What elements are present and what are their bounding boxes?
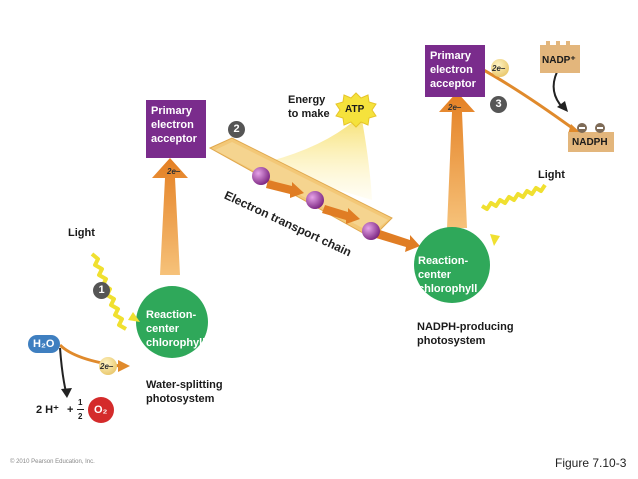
two-h-label: 2 H⁺ <box>36 404 59 416</box>
step-2-marker: 2 <box>228 121 245 138</box>
o2-label: O₂ <box>94 404 108 416</box>
step-3-marker: 3 <box>490 96 507 113</box>
light-label-left: Light <box>68 227 95 239</box>
energy-l2: to make <box>288 108 330 120</box>
ps2-reaction-center-shape <box>136 286 208 358</box>
rc-right-l1: Reaction- <box>418 255 469 267</box>
nadp-label: NADP⁺ <box>542 55 576 66</box>
acceptor-right-l3: acceptor <box>430 78 476 90</box>
nadph-tile <box>568 132 614 152</box>
rc-right-l2: center <box>418 269 452 281</box>
acceptor-left-l3: acceptor <box>151 133 197 145</box>
half-denominator: 2 <box>78 412 83 421</box>
nadph-label: NADPH <box>572 137 608 148</box>
acceptor-right-l2: electron <box>430 64 473 76</box>
light-squiggle-right <box>480 183 547 211</box>
water-splitting-caption: Water-splitting photosystem <box>146 378 223 406</box>
primary-acceptor-left: Primary electron acceptor <box>146 100 206 158</box>
carrier-3 <box>362 222 380 240</box>
etc-arrow-1 <box>266 180 304 198</box>
e2-nadp: 2e– <box>492 64 506 73</box>
plus-sign: + <box>67 404 74 416</box>
energy-l1: Energy <box>288 94 326 106</box>
ps1-up-arrow <box>439 92 475 228</box>
ps2-up-arrow <box>152 158 188 275</box>
energy-fan <box>255 120 372 200</box>
ws-l1: Water-splitting <box>146 379 223 391</box>
figure-label: Figure 7.10-3 <box>555 456 627 470</box>
np-l1: NADPH-producing <box>417 321 514 333</box>
e2-right-acceptor: 2e– <box>448 103 462 112</box>
h2o-shape <box>28 335 60 353</box>
rc-left-l2: center <box>146 323 180 335</box>
ps2-reaction-center-label: Reaction- center chlorophyll <box>146 308 205 350</box>
step-1-marker: 1 <box>93 282 110 299</box>
acceptor-left-l2: electron <box>151 119 194 131</box>
nadph-producing-caption: NADPH-producing photosystem <box>417 320 514 348</box>
light-label-right: Light <box>538 169 565 181</box>
carrier-1 <box>252 167 270 185</box>
rc-left-l1: Reaction- <box>146 309 197 321</box>
ws-l2: photosystem <box>146 393 215 405</box>
np-l2: photosystem <box>417 335 486 347</box>
e2-water: 2e– <box>100 362 114 371</box>
energy-label: Energy to make <box>288 93 330 121</box>
o2-shape <box>88 397 114 423</box>
atp-burst <box>335 92 377 128</box>
carrier-2 <box>306 191 324 209</box>
primary-acceptor-right: Primary electron acceptor <box>425 45 485 97</box>
ps1-reaction-center-label: Reaction- center chlorophyll <box>418 254 477 296</box>
rc-left-l3: chlorophyll <box>146 337 206 349</box>
etc-arrow-2 <box>322 205 360 224</box>
atp-label: ATP <box>345 104 365 115</box>
acceptor-left-l1: Primary <box>151 105 192 117</box>
electron-2e-left <box>99 357 117 375</box>
nadp-tile <box>540 41 580 73</box>
etc-to-ps1-arrow <box>376 230 420 252</box>
ps1-reaction-center-shape <box>414 227 490 303</box>
copyright-notice: © 2010 Pearson Education, Inc. <box>10 459 95 465</box>
half-numerator: 1 <box>78 398 83 407</box>
rc-right-l3: chlorophyll <box>418 283 478 295</box>
acceptor-right-l1: Primary <box>430 50 471 62</box>
half-bar <box>77 409 84 410</box>
h2o-label: H₂O <box>33 338 55 350</box>
electron-2e-right <box>491 59 509 77</box>
e2-left-acceptor: 2e– <box>167 167 181 176</box>
